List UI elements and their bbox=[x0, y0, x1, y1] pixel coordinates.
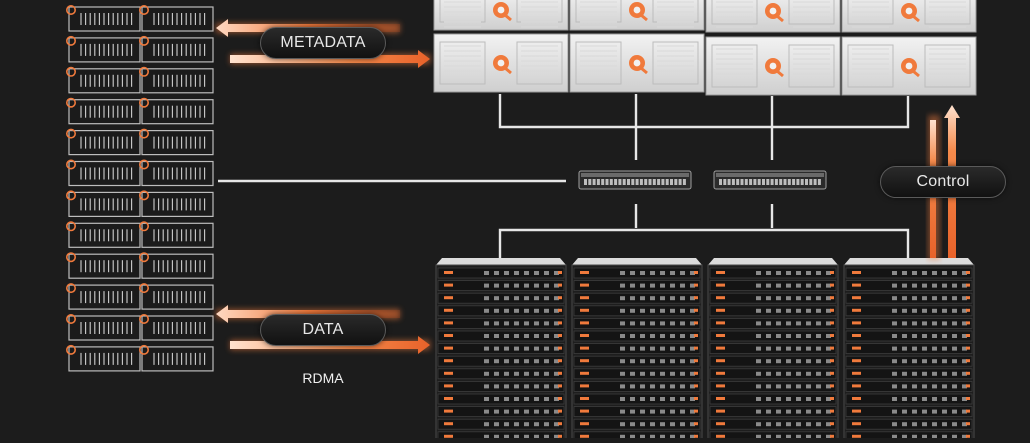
pure-storage-logo-icon bbox=[765, 3, 784, 23]
storage-rack-icon bbox=[435, 258, 567, 443]
pure-storage-logo-icon bbox=[901, 58, 920, 78]
metadata-arrow-to-arrays bbox=[230, 50, 430, 68]
compute-node-icon bbox=[139, 5, 214, 32]
compute-node-icon bbox=[66, 313, 141, 341]
compute-node-icon bbox=[66, 159, 141, 187]
compute-node-icon bbox=[139, 344, 214, 372]
storage-array-chassis bbox=[433, 33, 569, 93]
compute-node-icon bbox=[66, 5, 141, 32]
compute-node-icon bbox=[66, 283, 141, 310]
storage-array-chassis bbox=[569, 0, 705, 31]
compute-node-icon bbox=[139, 128, 214, 156]
compute-node-icon bbox=[139, 313, 214, 341]
control-label: Control bbox=[880, 166, 1006, 198]
compute-node-icon bbox=[66, 35, 141, 63]
compute-node-icon bbox=[139, 190, 214, 217]
pure-storage-logo-icon bbox=[629, 2, 648, 22]
compute-node-icon bbox=[66, 66, 141, 94]
storage-array-chassis bbox=[841, 36, 977, 96]
storage-rack-icon bbox=[843, 258, 975, 443]
network-switch-icon bbox=[578, 170, 692, 190]
compute-node-icon bbox=[139, 97, 214, 125]
compute-node-icon bbox=[139, 252, 214, 279]
storage-array-chassis bbox=[841, 0, 977, 33]
storage-rack-icon bbox=[707, 258, 839, 443]
network-switch-icon bbox=[713, 170, 827, 190]
storage-array-chassis bbox=[705, 36, 841, 96]
storage-arrays bbox=[433, 0, 977, 96]
data-label: DATA bbox=[260, 314, 386, 346]
compute-node-icon bbox=[66, 128, 141, 156]
compute-node-icon bbox=[139, 283, 214, 310]
compute-node-icon bbox=[66, 97, 141, 125]
compute-node-icon bbox=[139, 66, 214, 94]
pure-storage-logo-icon bbox=[493, 2, 512, 22]
compute-servers bbox=[66, 5, 214, 372]
network-link bbox=[498, 94, 910, 129]
compute-node-icon bbox=[139, 35, 214, 63]
storage-racks bbox=[435, 258, 975, 443]
compute-node-icon bbox=[66, 252, 141, 279]
storage-array-chassis bbox=[433, 0, 569, 31]
network-link bbox=[498, 228, 910, 258]
pure-storage-logo-icon bbox=[901, 3, 920, 23]
storage-array-chassis bbox=[569, 33, 705, 93]
compute-node-icon bbox=[66, 344, 141, 372]
pure-storage-logo-icon bbox=[765, 58, 784, 78]
storage-array-chassis bbox=[705, 0, 841, 33]
storage-rack-icon bbox=[571, 258, 703, 443]
compute-node-icon bbox=[139, 221, 214, 248]
network-links bbox=[218, 94, 910, 258]
pure-storage-logo-icon bbox=[629, 55, 648, 75]
pure-storage-logo-icon bbox=[493, 55, 512, 75]
compute-node-icon bbox=[66, 221, 141, 248]
compute-node-icon bbox=[139, 159, 214, 187]
compute-node-icon bbox=[66, 190, 141, 217]
rdma-label: RDMA bbox=[302, 370, 344, 386]
metadata-label: METADATA bbox=[260, 27, 386, 59]
network-switches bbox=[578, 170, 827, 190]
